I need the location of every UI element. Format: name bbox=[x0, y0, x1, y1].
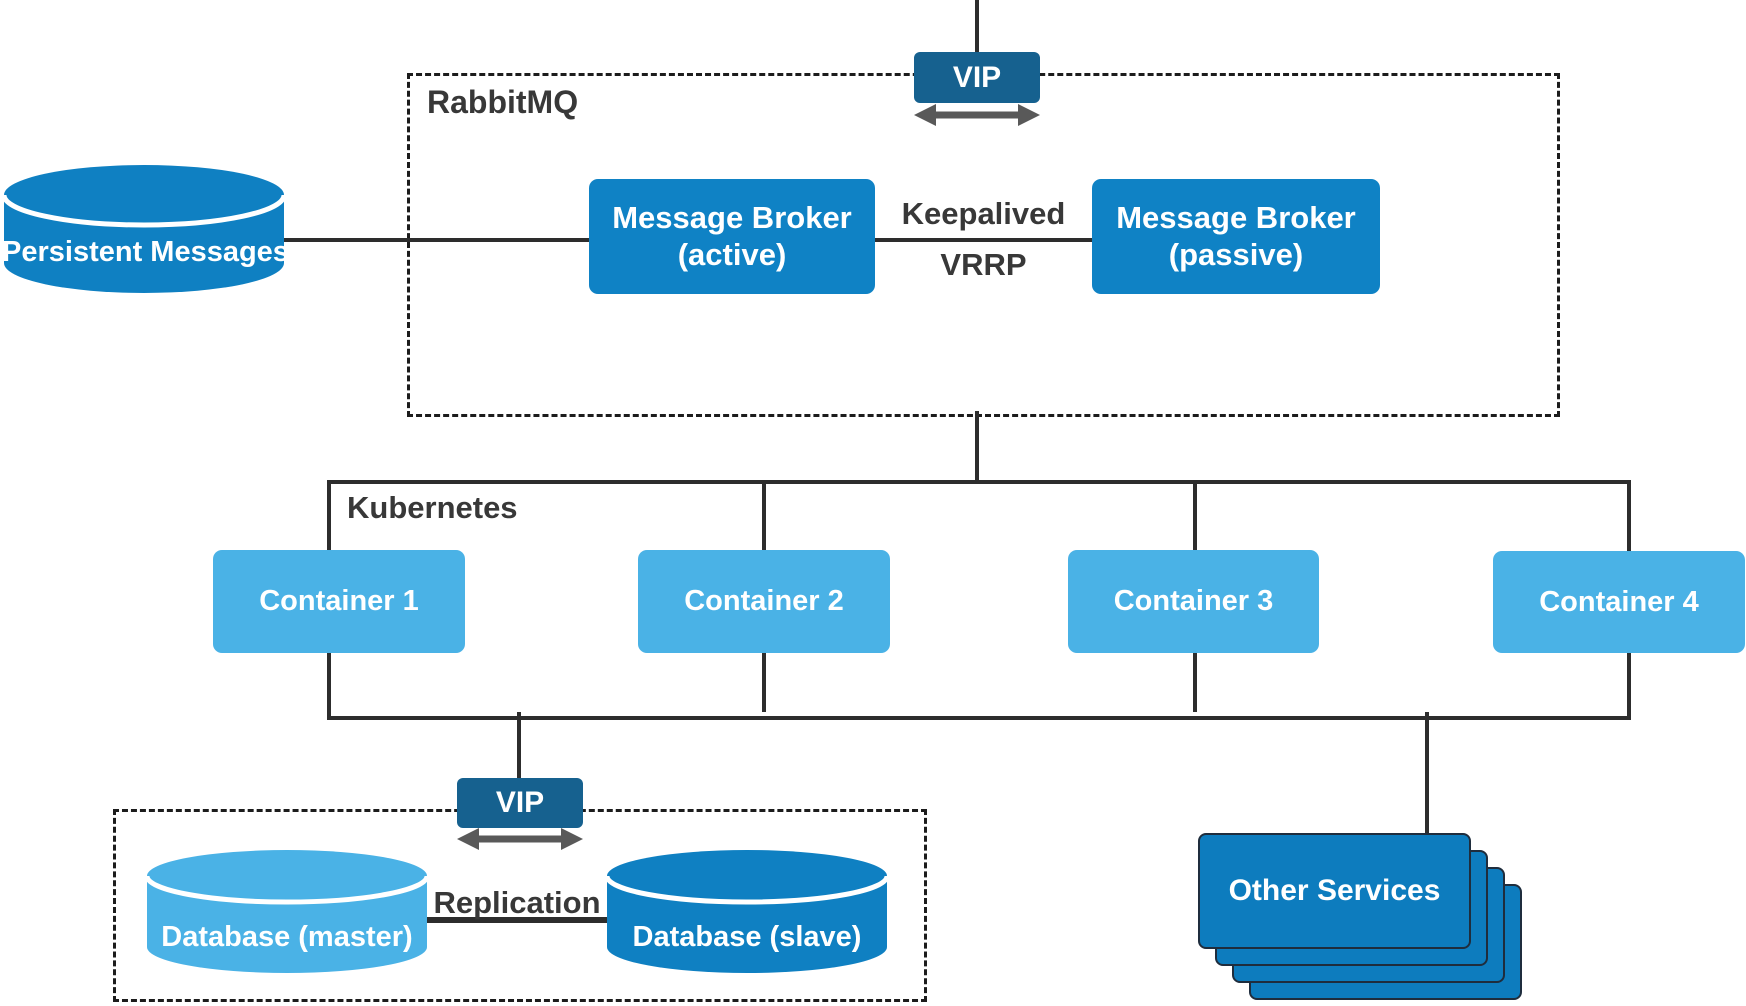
container-3-node: Container 3 bbox=[1068, 550, 1319, 653]
persistent-messages-cylinder bbox=[1, 165, 287, 293]
message-broker-active-line1: Message Broker bbox=[612, 199, 852, 235]
message-broker-passive-node: Message Broker (passive) bbox=[1092, 179, 1380, 294]
other-services-node: Other Services bbox=[1198, 833, 1471, 949]
bidirectional-arrow-icon-top bbox=[914, 104, 1040, 126]
vrrp-label: VRRP bbox=[940, 247, 1027, 282]
replication-label: Replication bbox=[433, 885, 601, 920]
database-slave-label: Database (slave) bbox=[632, 921, 862, 953]
bidirectional-arrow-icon-bottom bbox=[457, 828, 583, 850]
keepalived-label: Keepalived bbox=[901, 196, 1066, 231]
database-master-label: Database (master) bbox=[161, 921, 413, 953]
kubernetes-group-label: Kubernetes bbox=[347, 490, 518, 525]
database-slave-cylinder bbox=[604, 850, 890, 973]
database-master-cylinder bbox=[144, 850, 430, 973]
message-broker-passive-line1: Message Broker bbox=[1116, 199, 1356, 235]
rabbitmq-group-label: RabbitMQ bbox=[427, 84, 579, 120]
database-vip-node: VIP bbox=[457, 778, 583, 828]
container-1-node: Container 1 bbox=[213, 550, 465, 653]
message-broker-passive-line2: (passive) bbox=[1168, 236, 1304, 272]
rabbitmq-vip-node: VIP bbox=[914, 52, 1040, 103]
message-broker-active-node: Message Broker (active) bbox=[589, 179, 875, 294]
container-4-node: Container 4 bbox=[1493, 551, 1745, 653]
container-2-node: Container 2 bbox=[638, 550, 890, 653]
message-broker-active-line2: (active) bbox=[677, 236, 787, 272]
persistent-messages-label: Persistent Messages bbox=[2, 236, 289, 268]
